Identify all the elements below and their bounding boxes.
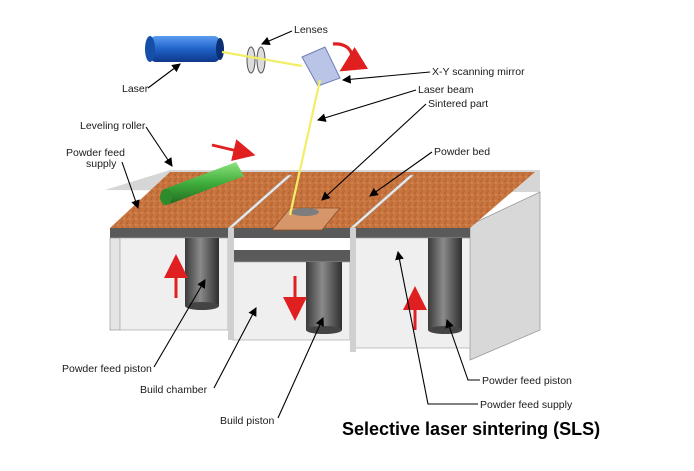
mirror-rotation-arrow [332,42,369,72]
left-front-wall [109,237,121,331]
label-laser: Laser [122,83,149,95]
label-sintered: Sintered part [428,98,488,110]
piston-build-base [306,326,342,334]
roller-direction-arrow [211,139,256,162]
leader-roller [145,126,173,167]
beam-segment-2 [288,79,322,216]
leader-laser [147,63,181,89]
beam-segment-1 [221,50,303,68]
label-mirror: X-Y scanning mirror [432,66,525,78]
label-supply-right: Powder feed supply [480,399,573,411]
leader-piston-left [153,279,206,368]
label-build-piston: Build piston [220,415,274,427]
build-chamber-top [232,250,350,262]
motion-arrows [164,139,427,330]
label-bed: Powder bed [434,146,490,158]
piston-build [306,262,342,330]
leader-build-piston [277,316,324,419]
laser-aperture [216,38,224,60]
labels: Lenses Laser X-Y scanning mirror Laser b… [62,24,600,439]
pistons [185,238,462,334]
label-roller: Leveling roller [80,120,146,132]
laser-body [150,36,220,62]
leader-sintered [321,103,427,201]
sintered-part [271,207,341,231]
label-supply-line1: Powder feed [66,147,125,159]
laser-assembly [145,36,369,87]
leader-piston-right [445,318,480,381]
partition-left [228,228,234,340]
caption: Selective laser sintering (SLS) [342,419,600,439]
laser-beam [221,50,322,216]
leader-bed [369,151,433,197]
sintered-part-body [271,207,341,231]
partition-right [350,228,356,352]
roller-body [162,162,244,204]
piston-left-base [185,302,219,310]
piston-right [428,238,462,330]
leader-supply-right [395,250,478,405]
leader-lines [121,30,480,419]
leader-chamber [213,307,257,389]
piston-left [185,238,219,306]
label-chamber: Build chamber [140,384,208,396]
roller-end [160,189,172,205]
laser-end [145,36,155,62]
lens-1 [246,46,256,74]
label-lenses: Lenses [294,24,328,36]
leader-supply [121,161,140,210]
label-piston-right: Powder feed piston [482,375,572,387]
label-beam: Laser beam [418,84,474,96]
leader-beam [316,89,417,122]
leveling-roller [160,162,244,205]
scanning-mirror [301,46,341,87]
label-supply-line2: supply [86,158,117,170]
label-piston-left: Powder feed piston [62,363,152,375]
leader-mirror [341,71,431,84]
dark-layer [110,228,470,238]
leader-lenses [260,30,293,45]
sintered-part-hole [291,208,319,216]
piston-right-base [428,326,462,334]
